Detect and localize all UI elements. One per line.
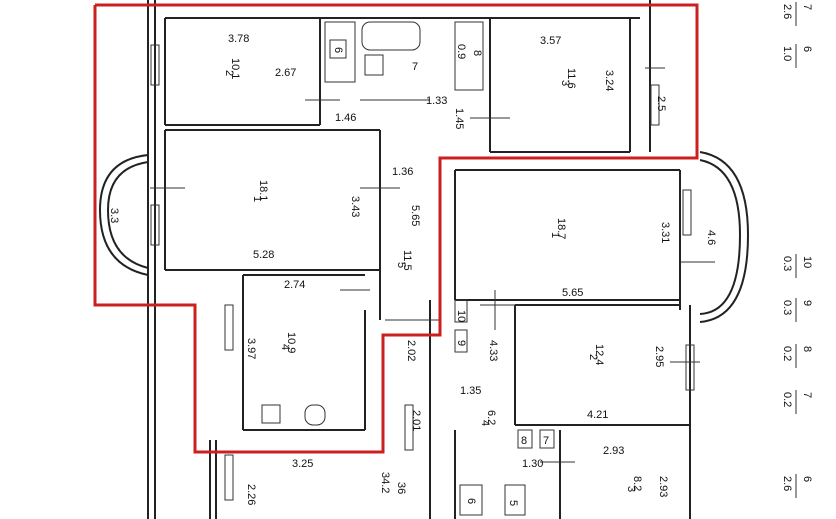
room-dim-bottom: 4.21 bbox=[587, 409, 608, 421]
right-bay-window-inner bbox=[699, 159, 742, 315]
small-label: 7 bbox=[543, 435, 549, 447]
room-number: 2 bbox=[223, 70, 235, 76]
hall-dim: 1.46 bbox=[335, 112, 356, 124]
bay-dim: 4.6 bbox=[705, 230, 717, 245]
room-area: 10.9 bbox=[285, 332, 297, 353]
side-fraction-numerator: 10 bbox=[801, 256, 813, 268]
apartment-highlight-outline bbox=[93, 3, 699, 454]
small-label: 10 bbox=[455, 310, 467, 322]
window-marks bbox=[150, 44, 695, 501]
hall-dim: 1.33 bbox=[426, 95, 447, 107]
dim-label: 1.30 bbox=[522, 458, 543, 470]
right-bay-window bbox=[699, 151, 750, 323]
room-dim-side: 2.93 bbox=[657, 476, 669, 497]
side-fraction-numerator: 7 bbox=[801, 392, 813, 398]
bathroom-fixtures bbox=[261, 21, 555, 516]
bath-label: 6 bbox=[332, 47, 344, 53]
room-number: 4 bbox=[279, 344, 291, 350]
room-area: 18.1 bbox=[257, 180, 269, 201]
dim-label: 3.25 bbox=[292, 458, 313, 470]
small-label: 6 bbox=[465, 498, 477, 504]
side-fraction-numerator: 6 bbox=[801, 46, 813, 52]
side-fraction-numerator: 6 bbox=[801, 476, 813, 482]
room-dim-top: 3.57 bbox=[540, 35, 561, 47]
room-dim-top: 2.74 bbox=[284, 279, 305, 291]
room-number: 1 bbox=[251, 196, 263, 202]
room-dim-side: 2.01 bbox=[410, 410, 422, 431]
side-fraction-numerator: 9 bbox=[801, 300, 813, 306]
room-area: 11.6 bbox=[565, 68, 577, 89]
side-fraction: 70.2 bbox=[781, 390, 813, 414]
room-dim-top: 2.93 bbox=[603, 445, 624, 457]
room-area: 8.2 bbox=[631, 476, 643, 491]
room-dim-side: 3.31 bbox=[659, 222, 671, 243]
room-number: 4 bbox=[479, 420, 491, 426]
small-label: 5 bbox=[507, 500, 519, 506]
room-dim-top: 1.36 bbox=[392, 166, 413, 178]
room-area: 11.5 bbox=[401, 250, 413, 271]
hall-dim: 1.45 bbox=[453, 108, 465, 129]
side-fraction: 90.3 bbox=[781, 298, 813, 322]
left-bay-window-inner bbox=[106, 161, 149, 269]
left-bay-window bbox=[98, 154, 149, 276]
side-fraction-denominator: 1.0 bbox=[781, 46, 793, 61]
bath-label: 7 bbox=[412, 61, 418, 73]
room-number: 3 bbox=[625, 486, 637, 492]
room-number: 5 bbox=[395, 262, 407, 268]
room-dim-top: 3.78 bbox=[228, 33, 249, 45]
side-fraction-denominator: 0.2 bbox=[781, 392, 793, 407]
side-fraction-numerator: 8 bbox=[801, 346, 813, 352]
room-dim-side: 3.24 bbox=[603, 70, 615, 91]
room-dim-bottom: 5.28 bbox=[253, 249, 274, 261]
side-fraction-denominator: 0.2 bbox=[781, 346, 793, 361]
small-label: 9 bbox=[455, 340, 467, 346]
room-area: 18.7 bbox=[555, 218, 567, 239]
side-fraction: 80.2 bbox=[781, 344, 813, 368]
side-fraction-denominator: 2.6 bbox=[781, 476, 793, 491]
room-dim-bottom: 5.65 bbox=[562, 287, 583, 299]
dim-label: 2.02 bbox=[405, 340, 417, 361]
side-fraction: 100.3 bbox=[781, 254, 813, 278]
small-label: 8 bbox=[521, 435, 527, 447]
room-area: 12.4 bbox=[593, 344, 605, 365]
dim-label: 36 bbox=[395, 482, 407, 494]
side-fraction: 61.0 bbox=[781, 44, 813, 68]
room-dim-side: 5.65 bbox=[409, 205, 421, 226]
room-dim-side: 2.67 bbox=[275, 67, 296, 79]
room-dim-side: 3.43 bbox=[349, 196, 361, 217]
dim-label: 1.35 bbox=[460, 385, 481, 397]
walls bbox=[147, 0, 691, 519]
room-area: 6.2 bbox=[485, 410, 497, 425]
side-fraction-numerator: 7 bbox=[801, 4, 813, 10]
side-fraction: 72.6 bbox=[781, 2, 813, 26]
room-number: 1 bbox=[549, 232, 561, 238]
bay-dim: 3.3 bbox=[108, 208, 120, 223]
room-dim-side: 3.97 bbox=[245, 338, 257, 359]
room-area: 10.1 bbox=[229, 58, 241, 79]
room-number: 3 bbox=[559, 80, 571, 86]
dim-label: 34.2 bbox=[379, 472, 391, 493]
wc-label: 8 bbox=[471, 50, 483, 56]
wc-label: 0.9 bbox=[455, 44, 467, 59]
side-fraction-denominator: 0.3 bbox=[781, 256, 793, 271]
side-fraction-denominator: 0.3 bbox=[781, 300, 793, 315]
room-dim-side: 2.95 bbox=[653, 346, 665, 367]
dim-label: 4.33 bbox=[487, 340, 499, 361]
door-ticks bbox=[150, 67, 715, 463]
side-fraction: 62.6 bbox=[781, 474, 813, 498]
side-fraction-denominator: 2.6 bbox=[781, 4, 793, 19]
room-number: 2 bbox=[587, 354, 599, 360]
dim-label: 2.26 bbox=[245, 484, 257, 505]
wall-dim: 2.5 bbox=[655, 96, 667, 111]
